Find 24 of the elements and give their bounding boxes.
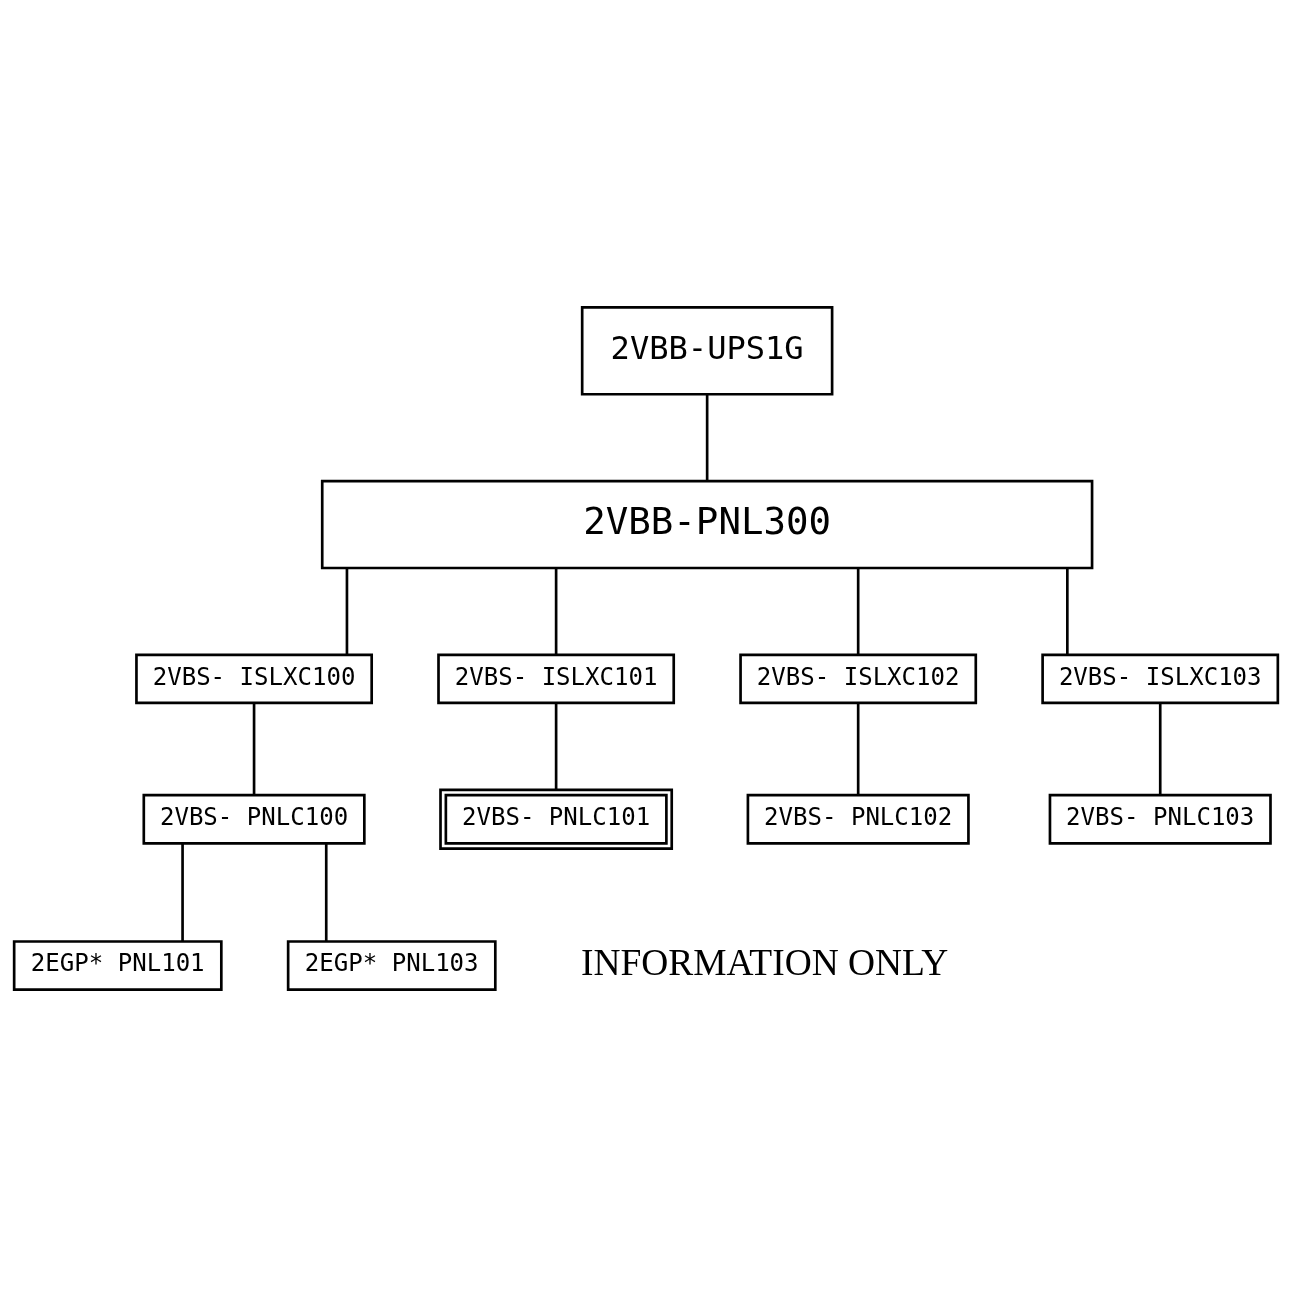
label: INFORMATION ONLY (581, 941, 949, 983)
node-box: 2EGP* PNL101 (12, 939, 223, 991)
node-box: 2VBS- ISLXC102 (739, 653, 978, 704)
connector (856, 567, 860, 655)
connector (252, 702, 256, 795)
connector (1066, 567, 1069, 655)
connector (554, 567, 558, 655)
connector (705, 394, 709, 481)
node-box: 2VBS- PNLC102 (746, 793, 970, 845)
connector (856, 702, 860, 795)
node-box: 2VBB-UPS1G (580, 305, 834, 396)
node-box: 2VBS- ISLXC101 (437, 653, 676, 704)
node-box: 2EGP* PNL103 (286, 939, 497, 991)
connector (1158, 702, 1162, 795)
node-box: 2VBS- PNLC101 (439, 788, 674, 850)
node-box: 2VBS- ISLXC100 (135, 653, 373, 704)
node-box: 2VBS- PNLC100 (142, 793, 366, 845)
connector (324, 842, 328, 941)
node-box: 2VBB-PNL300 (320, 479, 1094, 569)
connector (181, 842, 184, 941)
node-box: 2VBS- ISLXC103 (1041, 653, 1280, 704)
connector (554, 702, 558, 790)
connector (345, 567, 349, 655)
node-box: 2VBS- PNLC103 (1048, 793, 1272, 845)
